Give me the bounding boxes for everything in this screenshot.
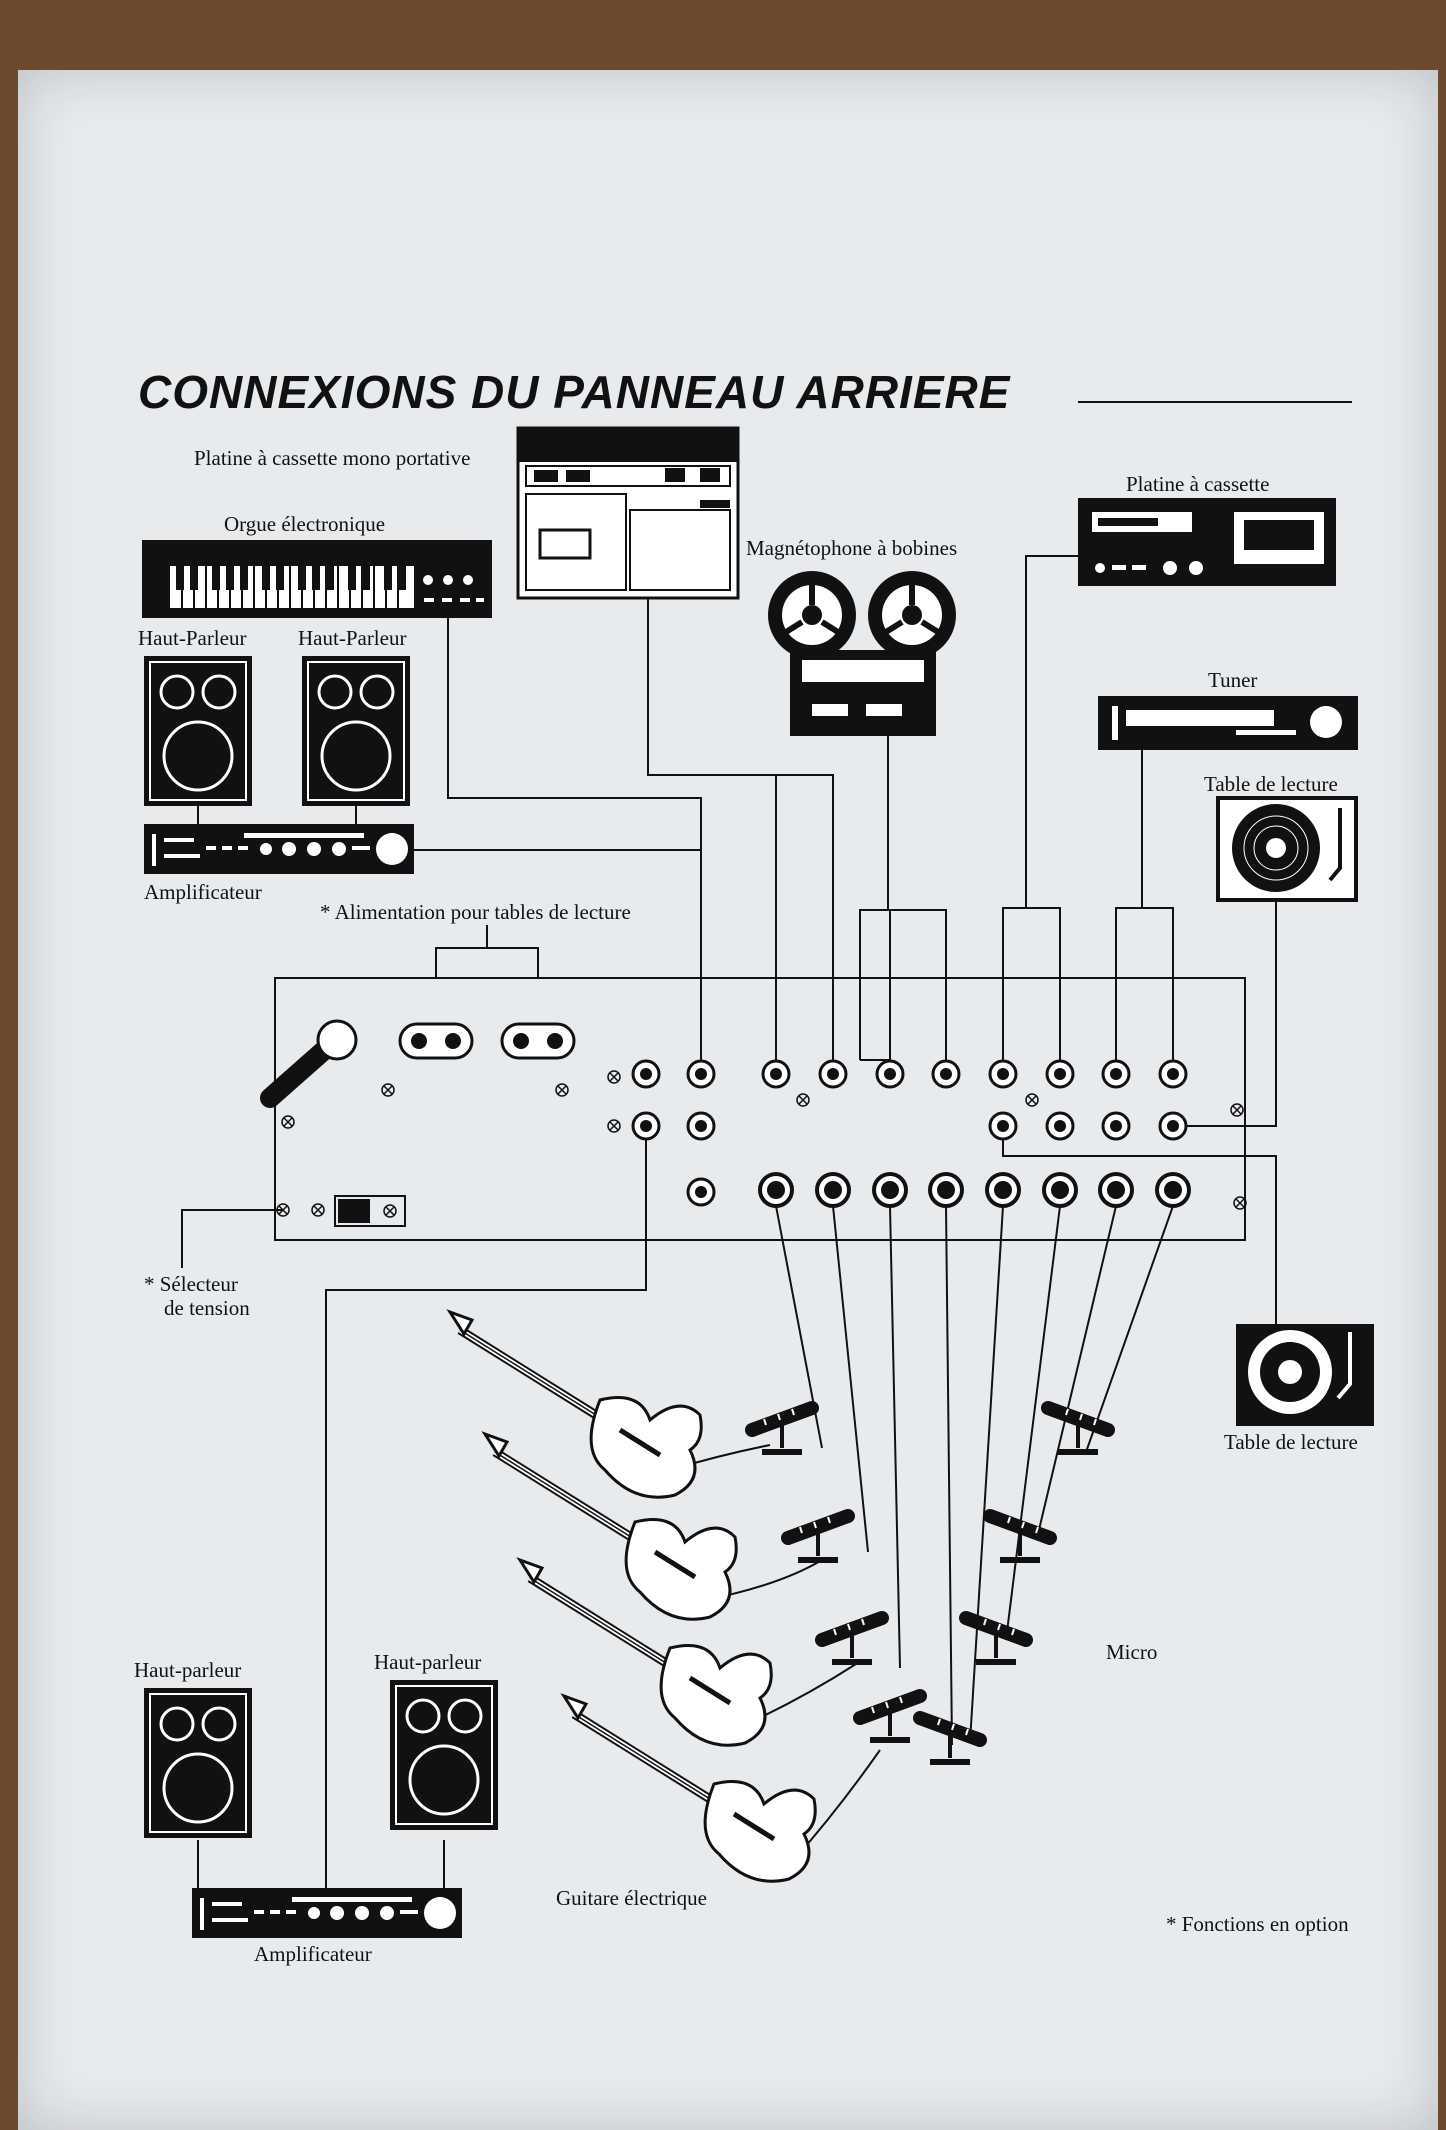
label-magneto: Magnétophone à bobines: [746, 536, 958, 560]
label-ampli-top: Amplificateur: [144, 880, 262, 904]
turntable-bottom: [1236, 1324, 1374, 1426]
cassette-deck: [1078, 498, 1336, 586]
portable-cassette: [516, 426, 740, 600]
mixer-rear-panel: [260, 977, 1247, 1241]
speaker-left-top: [142, 654, 254, 808]
label-table-bottom: Table de lecture: [1224, 1430, 1358, 1454]
label-hp1: Haut-Parleur: [138, 626, 247, 650]
label-guitare: Guitare électrique: [556, 1886, 707, 1910]
speaker-left-bottom: [142, 1686, 254, 1840]
microphone-4: [860, 1696, 920, 1740]
amplifier-bottom: [192, 1888, 462, 1938]
connection-cables: [181, 555, 1277, 1890]
label-selecteur-2: de tension: [164, 1296, 250, 1320]
speaker-right-top: [300, 654, 412, 808]
turntable-top: [1216, 796, 1358, 902]
microphone-3: [822, 1618, 882, 1662]
label-cassette: Platine à cassette: [1126, 472, 1270, 496]
label-ampli-bottom: Amplificateur: [254, 1942, 372, 1966]
label-options: * Fonctions en option: [1166, 1912, 1349, 1936]
label-orgue: Orgue électronique: [224, 512, 386, 536]
microphone-1: [752, 1408, 812, 1452]
amplifier-top: [144, 824, 414, 874]
page-title: CONNEXIONS DU PANNEAU ARRIERE: [138, 366, 1011, 418]
label-selecteur-1: * Sélecteur: [144, 1272, 238, 1296]
tuner: [1098, 696, 1358, 750]
label-cassette-mono: Platine à cassette mono portative: [194, 446, 471, 470]
electronic-organ: [142, 540, 492, 618]
label-alimentation: * Alimentation pour tables de lecture: [320, 900, 631, 924]
label-tuner: Tuner: [1208, 668, 1258, 692]
label-hp2: Haut-Parleur: [298, 626, 407, 650]
electric-guitar-1: [450, 1312, 701, 1497]
label-hp3: Haut-parleur: [134, 1658, 242, 1682]
speaker-right-bottom: [388, 1678, 500, 1832]
microphone-2: [788, 1516, 848, 1560]
reel-to-reel-recorder: [768, 571, 956, 736]
label-micro: Micro: [1106, 1640, 1158, 1664]
label-hp4: Haut-parleur: [374, 1650, 482, 1674]
label-table-top: Table de lecture: [1204, 772, 1338, 796]
